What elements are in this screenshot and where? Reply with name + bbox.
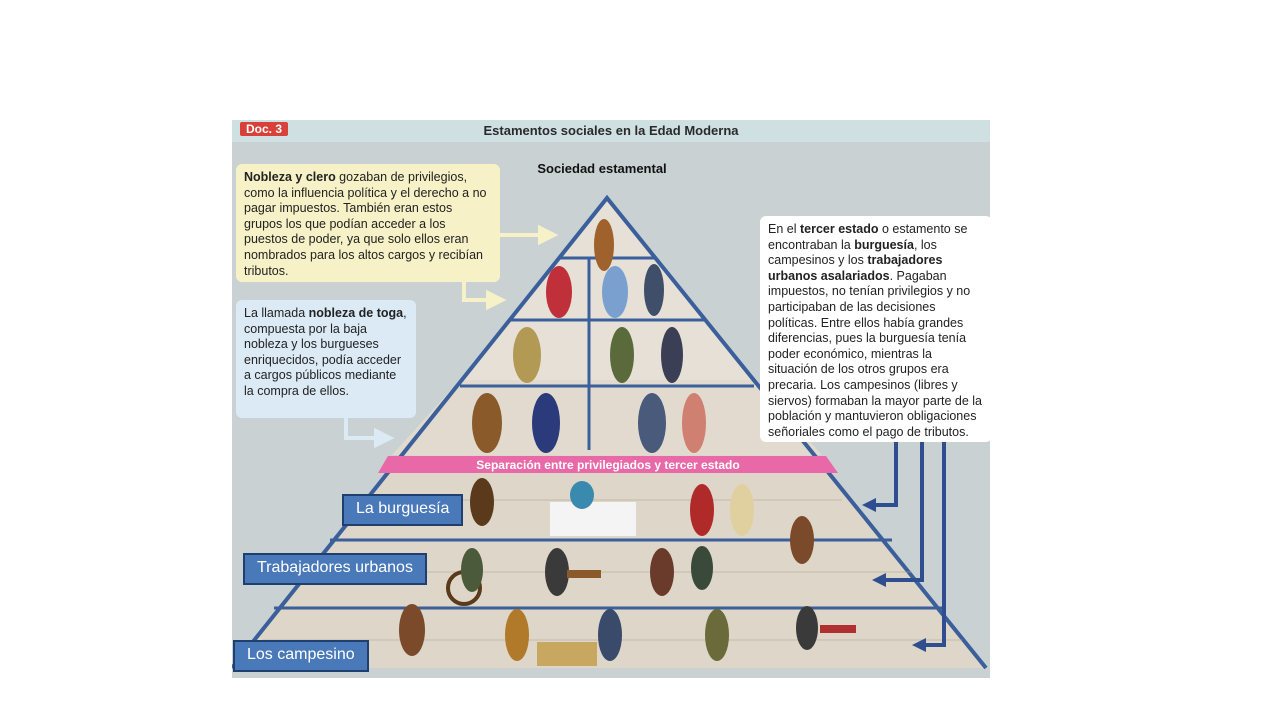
- toga-note: La llamada nobleza de toga, compuesta po…: [236, 300, 416, 418]
- right-arrowheads: [862, 498, 926, 652]
- privileged-note-text: gozaban de privilegios, como la influenc…: [244, 170, 487, 278]
- figure-title: Estamentos sociales en la Edad Moderna: [483, 123, 739, 138]
- toga-tier: [392, 380, 822, 455]
- people-figures: [399, 219, 856, 666]
- third-estate-note: En el tercer estado o estamento se encon…: [760, 216, 990, 442]
- doc-badge: Doc. 3: [240, 122, 289, 136]
- right-arrows: [872, 442, 946, 647]
- toga-note-text: , compuesta por la baja nobleza y los bu…: [244, 306, 407, 398]
- third-p4: . Pagaban impuestos, no tenían privilegi…: [768, 268, 982, 439]
- toga-note-bold: nobleza de toga: [308, 306, 404, 320]
- third-b1: tercer estado: [799, 222, 879, 236]
- pyramid-subtitle: Sociedad estamental: [537, 161, 667, 176]
- separator-label: Separación entre privilegiados y tercer …: [476, 458, 740, 472]
- third-b3: trabajadores urbanos asalariados: [768, 253, 943, 283]
- privileged-note-bold: Nobleza y clero: [244, 170, 336, 184]
- third-b2: burguesía: [854, 237, 914, 252]
- toga-note-pre: La llamada: [244, 306, 309, 320]
- third-p1: En el: [768, 222, 800, 236]
- pyramid-figure: Doc. 3 Estamentos sociales en la Edad Mo…: [232, 120, 990, 678]
- peasants-tag: Los campesino: [233, 640, 369, 672]
- left-arrows: [462, 224, 559, 311]
- separator-band: [378, 456, 838, 473]
- privileged-note: Nobleza y clero gozaban de privilegios, …: [236, 164, 500, 282]
- figure-header: [232, 120, 990, 142]
- urban-workers-tag: Trabajadores urbanos: [243, 553, 427, 585]
- third-p3: , los campesinos y los: [768, 237, 937, 268]
- third-p2: o estamento se encontraban la: [768, 222, 968, 252]
- toga-arrow: [344, 418, 395, 449]
- bourgeoisie-tag: La burguesía: [342, 494, 464, 526]
